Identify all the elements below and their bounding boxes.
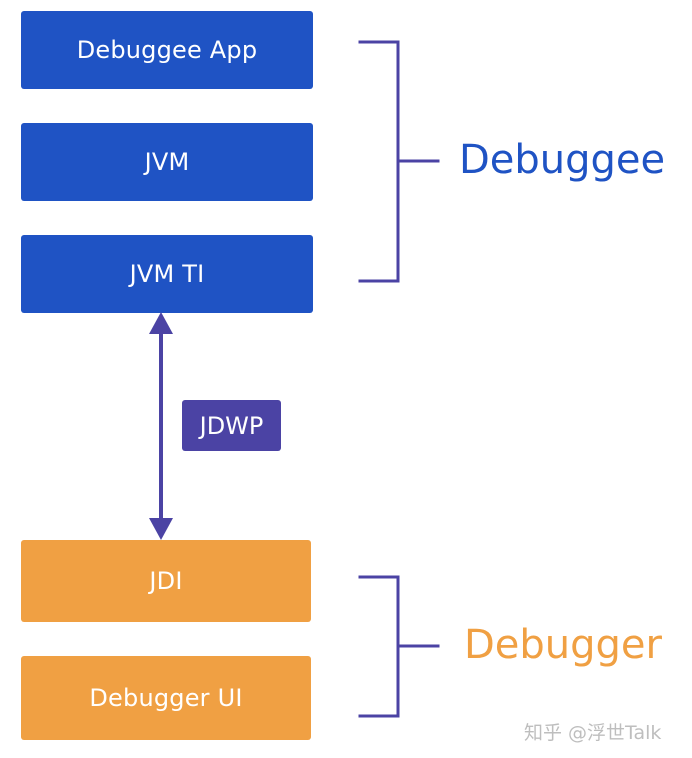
debugger-ui-box: Debugger UI: [21, 656, 311, 740]
arrow-up-head: [149, 312, 173, 334]
debugger-group-label: Debugger: [464, 622, 662, 668]
debuggee-app-box: Debuggee App: [21, 11, 313, 89]
jdi-box: JDI: [21, 540, 311, 622]
jvm-ti-box: JVM TI: [21, 235, 313, 313]
arrow-down-head: [149, 518, 173, 540]
jdwp-double-arrow: [149, 312, 173, 540]
debuggee-bracket: [358, 40, 440, 283]
debugger-bracket: [358, 575, 440, 718]
watermark-text: 知乎 @浮世Talk: [524, 722, 662, 744]
jvm-box: JVM: [21, 123, 313, 201]
debuggee-group-label: Debuggee: [459, 137, 666, 183]
jdwp-label: JDWP: [182, 400, 281, 451]
